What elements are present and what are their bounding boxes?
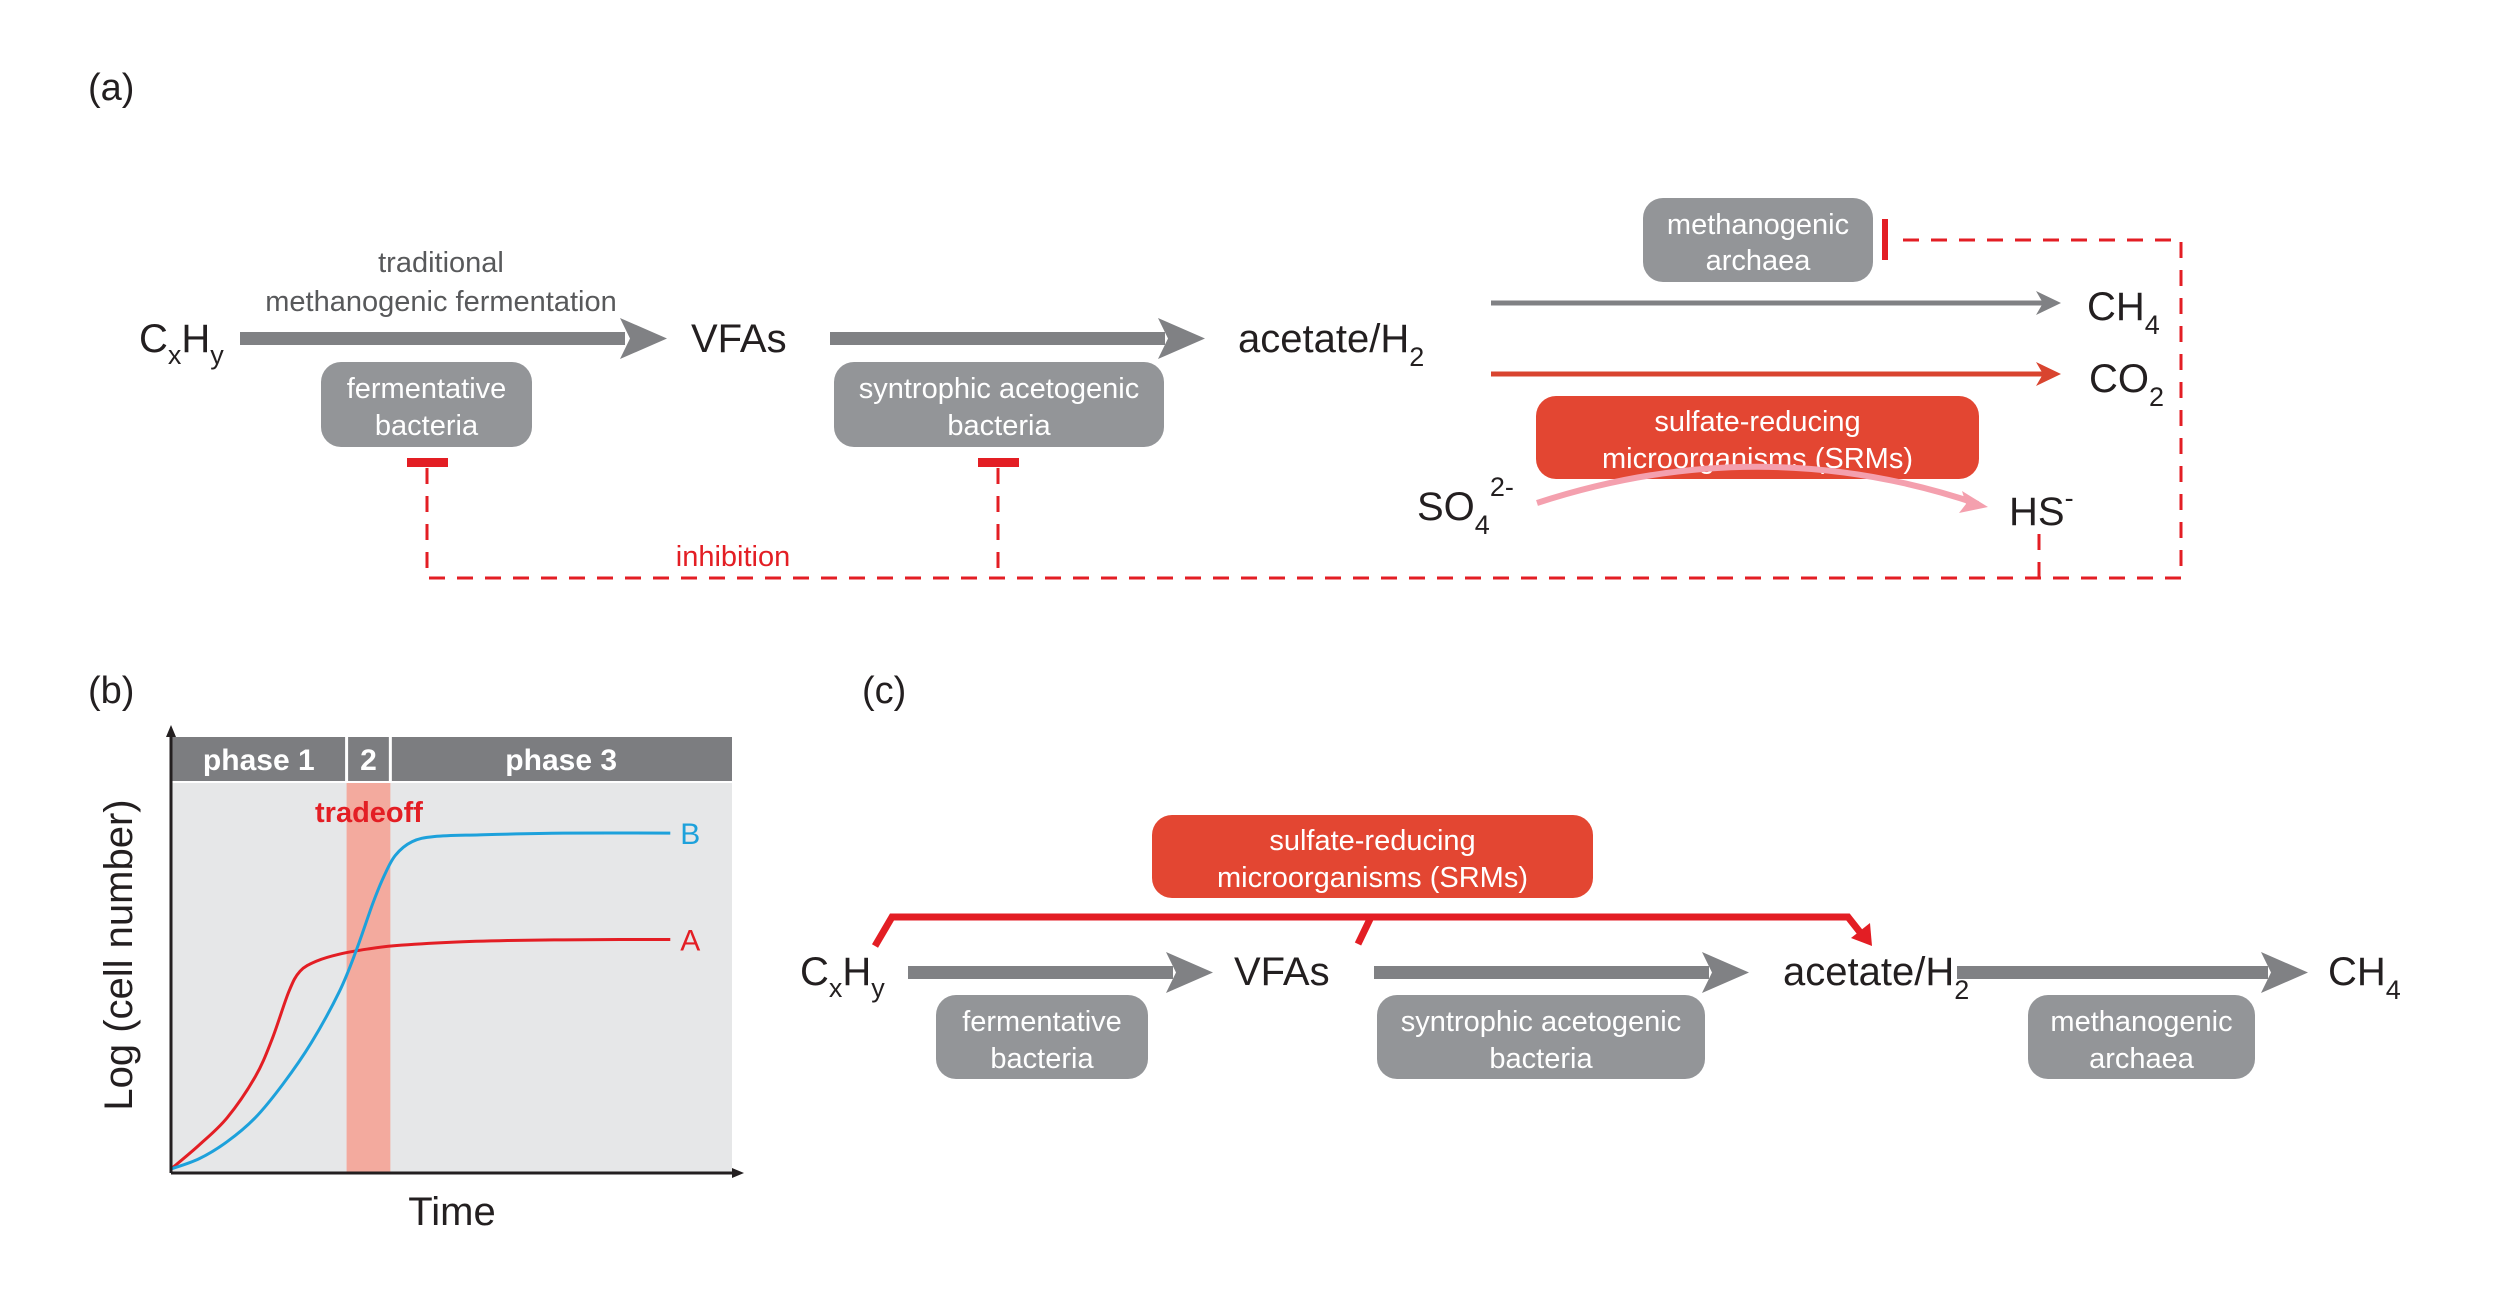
svg-text:sulfate-reducing: sulfate-reducing [1654,406,1860,438]
phase-label-2: 2 [360,744,377,777]
vfas-label-c: VFAs [1234,950,1330,994]
svg-text:syntrophic acetogenic: syntrophic acetogenic [859,373,1140,405]
co2-label-a: CO2 [2089,357,2164,412]
acetate-h2-label: acetate/H2 [1238,317,1424,372]
phase-label-1: phase 1 [203,744,315,777]
methanogenic-archaea-box-c: methanogenic archaea [2028,995,2255,1079]
arrow-cxhy-to-vfas-c [908,952,1213,993]
substrate-cxhy: CxHy [139,317,224,370]
svg-text:sulfate-reducing: sulfate-reducing [1269,825,1475,857]
panel-c-label: (c) [862,670,906,712]
arrow-sulfate-to-sulfide-head [1959,491,1988,513]
acetate-h2-label-c: acetate/H2 [1783,950,1969,1005]
svg-text:methanogenic: methanogenic [1667,209,1849,241]
svg-text:syntrophic acetogenic: syntrophic acetogenic [1401,1006,1682,1038]
svg-text:fermentative: fermentative [962,1006,1122,1038]
fermentative-bacteria-box-c: fermentative bacteria [936,995,1148,1079]
svg-text:microorganisms (SRMs): microorganisms (SRMs) [1602,443,1913,475]
inhibition-network [425,238,2183,580]
series-label-b: B [680,818,700,851]
svg-text:bacteria: bacteria [375,410,479,442]
series-line-b [170,831,671,1171]
svg-text:archaea: archaea [2089,1043,2195,1075]
srm-box-c: sulfate-reducing microorganisms (SRMs) [1152,815,1593,898]
syntrophic-bacteria-box-a: syntrophic acetogenic bacteria [834,362,1164,447]
svg-text:methanogenic: methanogenic [2050,1006,2232,1038]
so4-label: SO42- [1417,472,1514,540]
phase-header-2 [346,737,391,782]
svg-text:fermentative: fermentative [347,373,507,405]
ch4-label-a: CH4 [2087,285,2160,340]
arrow-sulfate-to-sulfide [1536,463,1979,507]
traditional-note-line2: methanogenic fermentation [265,286,616,318]
substrate-cxhy-c: CxHy [800,950,885,1003]
phase-header-1 [171,737,347,782]
panel-a: (a) traditional methanogenic fermentatio… [88,67,2183,580]
arrow-vfas-to-acetate-c [1374,952,1749,993]
fermentative-bacteria-box-a: fermentative bacteria [321,362,532,447]
panel-a-label: (a) [88,67,134,109]
arrow-acetate-to-ch4 [1491,291,2061,315]
inhibition-label: inhibition [676,541,790,573]
arrow-vfas-to-acetate [830,318,1205,359]
ch4-label-c: CH4 [2328,950,2401,1005]
arrow-acetate-to-ch4-c [1957,952,2308,993]
arrow-cxhy-to-vfas [240,318,667,359]
series-line-a [170,937,671,1171]
phase-header-3 [390,737,732,782]
panel-c: (c) sulfate-reducing microorganisms (SRM… [800,670,2401,1079]
svg-text:microorganisms (SRMs): microorganisms (SRMs) [1217,862,1528,894]
x-axis-title: Time [408,1190,495,1234]
phase-label-3: phase 3 [505,744,617,777]
x-axis-arrowhead [732,1168,744,1178]
tradeoff-band [346,782,391,1173]
syntrophic-bacteria-box-c: syntrophic acetogenic bacteria [1377,995,1705,1079]
hs-label: HS- [2009,483,2074,534]
methanogenic-archaea-box-a: methanogenic archaea [1643,198,1873,282]
srm-bypass-arrow [871,913,1872,948]
svg-text:bacteria: bacteria [1489,1043,1593,1075]
inhibitor-bar-methanogenic [1882,219,1888,260]
series-label-a: A [680,925,700,958]
arrow-acetate-to-co2 [1491,362,2061,386]
inhibitor-bar-fermentative [407,458,448,467]
svg-text:archaea: archaea [1706,245,1812,277]
y-axis-arrowhead [166,725,176,737]
svg-text:bacteria: bacteria [990,1043,1094,1075]
inhibition-path-main [425,238,2183,580]
y-axis-title: Log (cell number) [97,799,141,1110]
plot-background [171,782,732,1173]
svg-text:bacteria: bacteria [947,410,1051,442]
tradeoff-label: tradeoff [315,797,423,829]
panel-b-label: (b) [88,670,134,712]
inhibitor-bar-syntrophic [978,458,1019,467]
vfas-label: VFAs [691,317,787,361]
traditional-note-line1: traditional [378,247,504,279]
